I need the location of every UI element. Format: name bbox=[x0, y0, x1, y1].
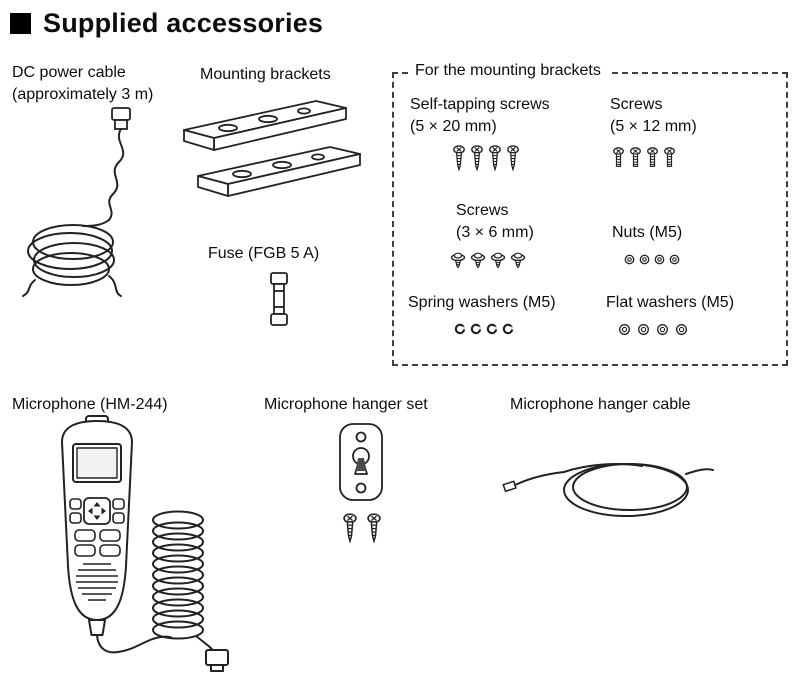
hanger-cable-illustration bbox=[502, 430, 717, 530]
item-name: Screws bbox=[456, 202, 509, 219]
bracket-box-item-spring-washers: Spring washers (M5) bbox=[408, 292, 556, 335]
mounting-brackets-label: Mounting brackets bbox=[200, 66, 331, 83]
dc-cable-label: DC power cable (approximately 3 m) bbox=[12, 62, 153, 105]
item-size: (5 × 12 mm) bbox=[610, 117, 697, 135]
bracket-box-item-screws-5x12: Screws (5 × 12 mm) bbox=[610, 94, 697, 169]
item-name: Nuts (M5) bbox=[612, 224, 683, 241]
self-tapping-screw-icons bbox=[452, 145, 550, 171]
dc-cable-detail: (approximately 3 m) bbox=[12, 85, 154, 103]
mounting-brackets-illustration bbox=[180, 98, 365, 208]
section-heading: Supplied accessories bbox=[10, 8, 323, 39]
microphone-label: Microphone (HM-244) bbox=[12, 396, 168, 413]
mounting-hardware-box-title: For the mounting brackets bbox=[408, 62, 608, 80]
dc-power-cable-illustration bbox=[15, 104, 160, 299]
fuse-label: Fuse (FGB 5 A) bbox=[208, 245, 320, 262]
dc-cable-name: DC power cable bbox=[12, 64, 126, 81]
machine-screw-icons bbox=[612, 147, 697, 169]
bracket-box-item-screws-3x6: Screws (3 × 6 mm) bbox=[450, 200, 534, 269]
bracket-box-item-self-tapping-screws: Self-tapping screws (5 × 20 mm) bbox=[410, 94, 550, 171]
section-title: Supplied accessories bbox=[43, 8, 324, 38]
item-name: Spring washers (M5) bbox=[408, 294, 556, 311]
item-size: (5 × 20 mm) bbox=[410, 117, 497, 135]
spring-washer-icons bbox=[454, 323, 556, 335]
bracket-box-item-nuts: Nuts (M5) bbox=[612, 222, 682, 265]
bracket-box-item-flat-washers: Flat washers (M5) bbox=[606, 292, 734, 336]
hanger-set-label: Microphone hanger set bbox=[264, 396, 428, 413]
fuse-illustration bbox=[266, 270, 292, 330]
hanger-cable-label: Microphone hanger cable bbox=[510, 396, 691, 413]
nut-icons bbox=[624, 254, 682, 265]
microphone-illustration bbox=[20, 414, 240, 680]
item-name: Flat washers (M5) bbox=[606, 294, 735, 311]
section-bullet-square-icon bbox=[10, 13, 31, 34]
item-name: Screws bbox=[610, 96, 663, 113]
flange-screw-icons bbox=[450, 252, 534, 269]
hanger-set-illustration bbox=[328, 420, 398, 548]
item-size: (3 × 6 mm) bbox=[456, 223, 534, 241]
item-name: Self-tapping screws bbox=[410, 96, 550, 113]
mounting-hardware-box: For the mounting brackets Self-tapping s… bbox=[392, 62, 788, 366]
flat-washer-icons bbox=[618, 323, 734, 336]
